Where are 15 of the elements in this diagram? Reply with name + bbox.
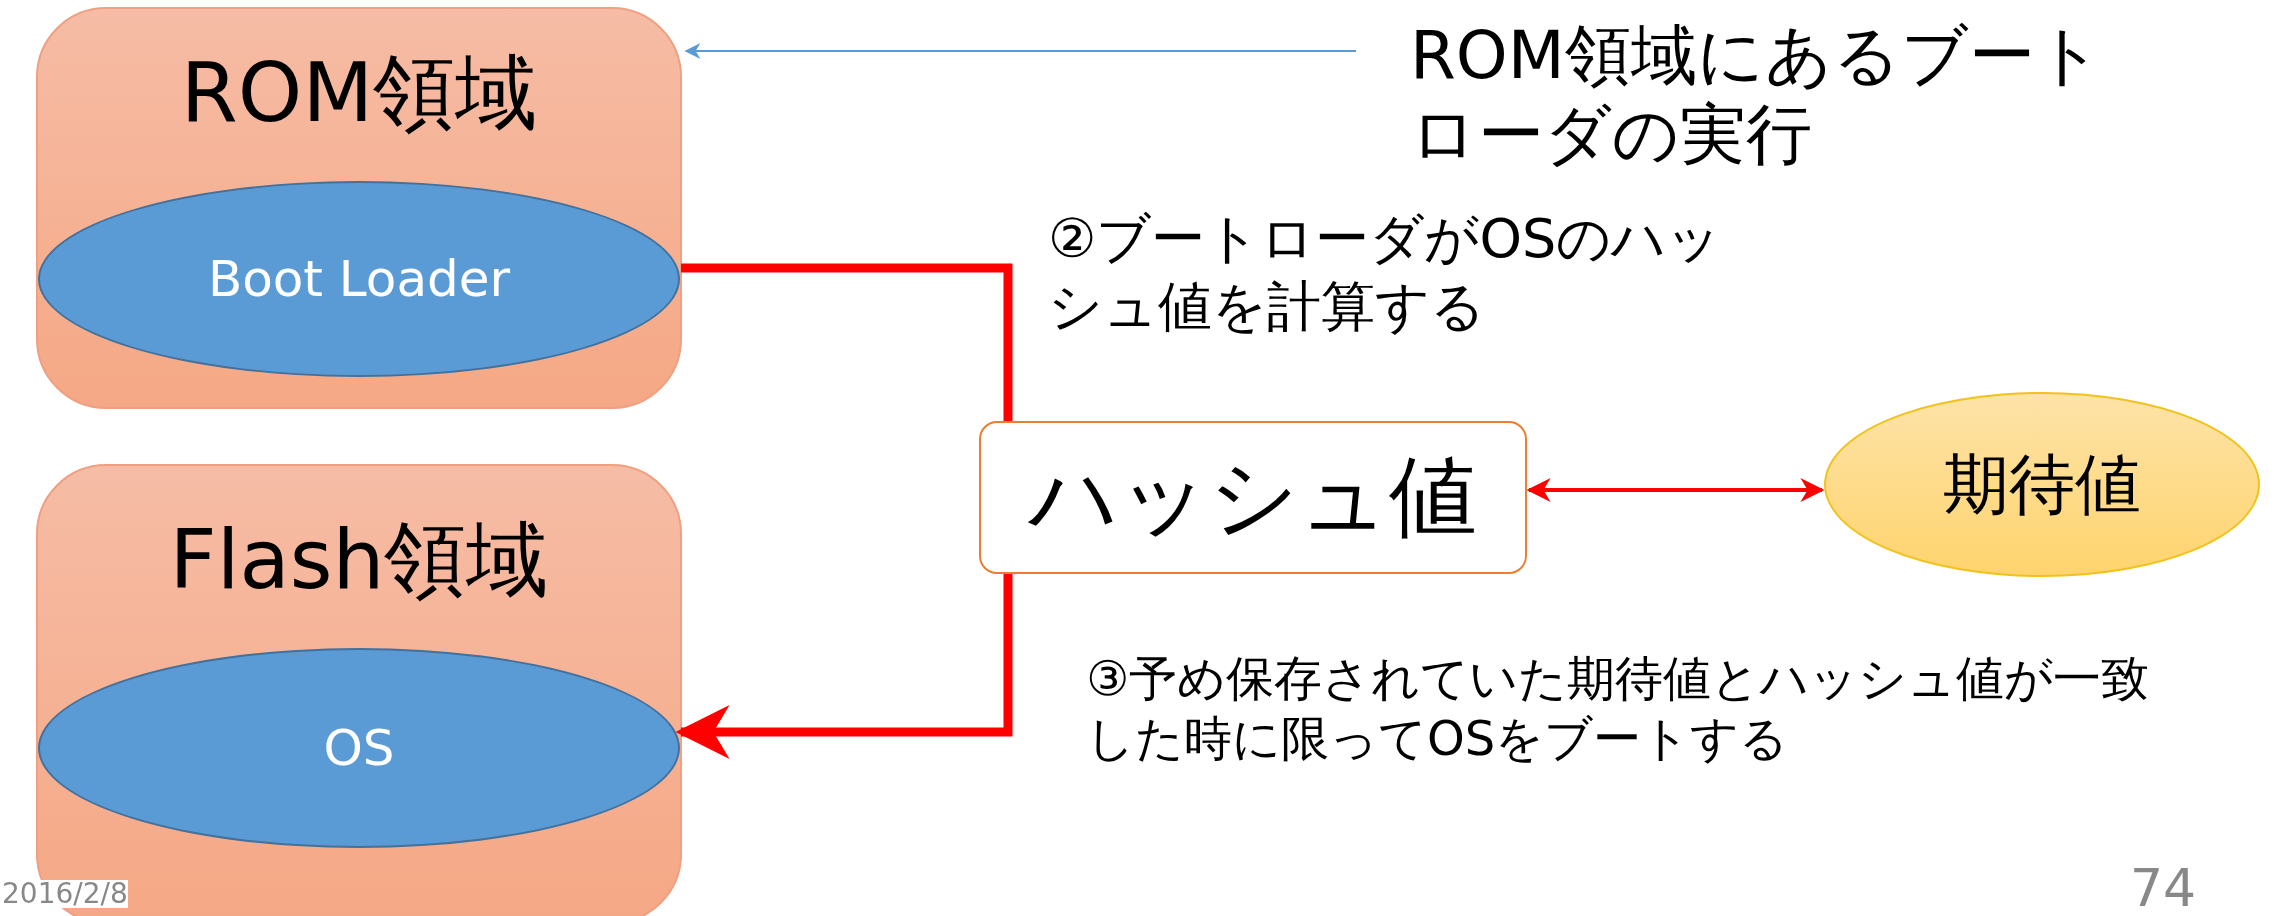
note-text: ROM領域にあるブートローダの実行: [1410, 10, 2130, 180]
arrow: [684, 43, 1357, 59]
note-text: ②ブートローダがOSのハッシュ値を計算する: [1048, 206, 1723, 340]
region-title: Flash領域: [169, 511, 549, 609]
page-number: 74: [2130, 862, 2198, 914]
expected-value-ellipse: 期待値: [1824, 392, 2260, 577]
date-text: 2016/2/8: [2, 880, 128, 908]
arrow: [1526, 478, 1825, 502]
note-text: ③予め保存されていた期待値とハッシュ値が一致した時に限ってOSをブートする: [1086, 649, 2151, 768]
memory-region-box: [36, 7, 682, 409]
program-ellipse: Boot Loader: [38, 181, 680, 377]
program-ellipse: OS: [38, 648, 680, 848]
hash-value-box: ハッシュ値: [979, 421, 1527, 574]
region-title: ROM領域: [180, 44, 538, 142]
arrow: [675, 574, 1013, 759]
